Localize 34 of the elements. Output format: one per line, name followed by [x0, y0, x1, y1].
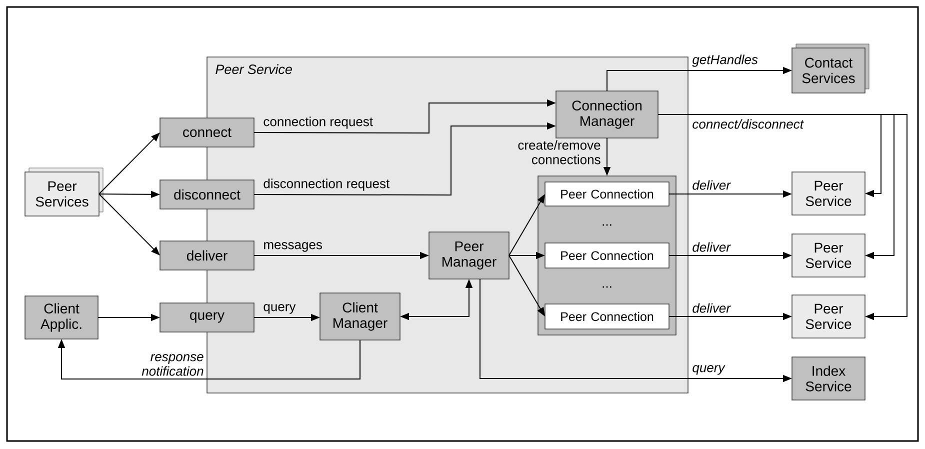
ellipsis-label: ... [602, 286, 612, 288]
process-box: connect [160, 118, 254, 148]
edge-label: query [692, 365, 726, 375]
service-box: Peer Service [792, 234, 866, 278]
process-box: query [160, 302, 254, 332]
stacked-box: Peer Services [24, 168, 104, 216]
connection-box: Peer Connection [544, 304, 670, 330]
edge-label: create/remove connections [518, 140, 600, 164]
edge-label: messages [264, 242, 322, 252]
process-box: Index Service [792, 356, 866, 400]
process-box: disconnect [160, 180, 254, 210]
edge-label: query [264, 304, 296, 314]
arrow [98, 132, 160, 194]
arrow [58, 339, 360, 380]
connection-box: Peer Connection [544, 242, 670, 268]
edge-label: connect/disconnect [692, 119, 804, 129]
process-box: Client Manager [320, 292, 400, 340]
connection-box: Peer Connection [544, 182, 670, 206]
edge-label: response notification [142, 354, 204, 376]
process-box: Connection Manager [556, 90, 658, 138]
edge-label: disconnection request [264, 178, 390, 191]
stacked-box: Contact Services [792, 44, 870, 94]
service-box: Peer Service [792, 172, 866, 216]
edge-label: deliver [692, 242, 731, 252]
edge-label: deliver [692, 303, 731, 313]
edge-label: getHandles [692, 54, 758, 67]
process-box: deliver [160, 240, 254, 270]
edge-label: connection request [264, 116, 373, 129]
service-box: Peer Service [792, 294, 866, 338]
arrow [658, 114, 908, 320]
process-box: Client Applic. [24, 296, 98, 340]
edge-label: deliver [692, 180, 731, 190]
process-box: Peer Manager [428, 232, 510, 280]
ellipsis-label: ... [602, 224, 612, 226]
